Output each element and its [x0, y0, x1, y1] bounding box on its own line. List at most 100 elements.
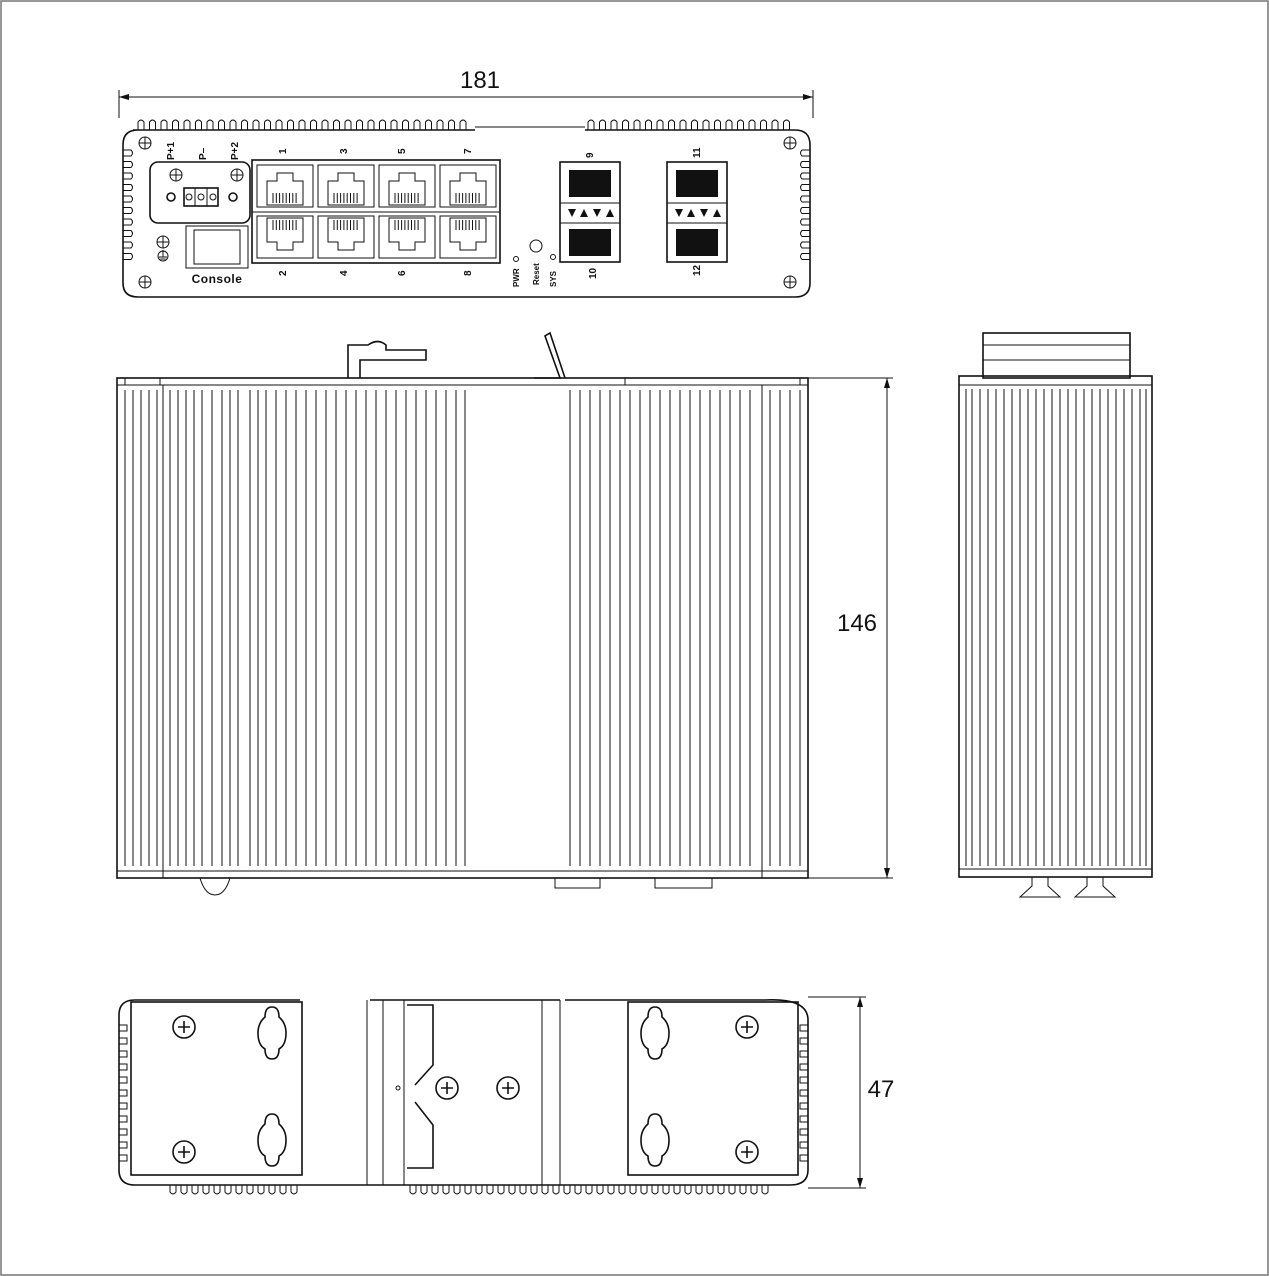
- vent-bump: [123, 195, 133, 203]
- vent-bump: [235, 1185, 243, 1195]
- vent-bump: [123, 184, 133, 191]
- console-port[interactable]: [185, 225, 249, 269]
- vent-bump: [622, 119, 629, 130]
- vent-bump: [800, 253, 810, 260]
- vent-bump: [656, 119, 664, 130]
- vent-bump: [486, 1185, 494, 1195]
- vent-bump: [448, 119, 455, 130]
- keyhole-slot: [257, 1006, 287, 1060]
- vent-bump: [673, 1185, 681, 1195]
- vent-bump: [123, 253, 133, 260]
- screw-icon: [783, 275, 797, 289]
- reset-button[interactable]: [529, 239, 543, 253]
- pwr-led-icon: [513, 256, 519, 262]
- vent-bump: [800, 195, 810, 203]
- vent-bump: [123, 207, 133, 214]
- vent-bump: [799, 1141, 808, 1149]
- height-dimension-line: [808, 996, 866, 1189]
- vent-bump: [290, 1185, 298, 1195]
- sfp-outline: [666, 161, 728, 263]
- vent-bump: [508, 1185, 516, 1195]
- sfp-label-9: 9: [585, 152, 596, 158]
- din-clip-bracket: [407, 1004, 434, 1169]
- console-label: Console: [192, 272, 243, 286]
- vent-bump: [246, 1185, 254, 1195]
- vent-bump: [695, 1185, 703, 1195]
- port-label-4: 4: [339, 270, 350, 276]
- screw-cross: [741, 1146, 753, 1158]
- vent-bump: [413, 119, 421, 130]
- power-terminal-block: [183, 187, 219, 207]
- port-label-3: 3: [339, 148, 350, 154]
- vent-bump: [596, 1185, 604, 1195]
- vent-bumps: [119, 1024, 808, 1195]
- rj45-jack: [327, 217, 365, 251]
- depth-dimension-label: 146: [837, 610, 877, 637]
- vent-bump: [800, 161, 810, 168]
- vent-bump: [119, 1063, 128, 1071]
- vent-bump: [771, 119, 779, 130]
- reset-label: Reset: [532, 263, 541, 285]
- vent-bump: [610, 119, 618, 130]
- front-view: 181 P+1 P– P+2 Console: [118, 67, 814, 298]
- rj45-port: [439, 164, 497, 208]
- vent-bump: [149, 119, 156, 130]
- screw-icon: [156, 235, 170, 249]
- side-view: 146: [116, 331, 893, 896]
- rj45-port: [317, 215, 375, 259]
- screw-cross: [139, 276, 151, 288]
- ground-symbol: [159, 250, 167, 260]
- screw-cross: [784, 276, 796, 288]
- vent-bump: [799, 1076, 808, 1084]
- rj45-jack: [388, 217, 426, 251]
- vent-bump: [321, 119, 329, 130]
- end-body: [958, 375, 1153, 878]
- vent-bump: [574, 1185, 582, 1195]
- rj45-jack: [266, 172, 304, 206]
- vent-bump: [180, 1185, 188, 1195]
- vent-bump: [275, 119, 283, 130]
- vent-bump: [191, 1185, 199, 1195]
- vent-bump: [206, 119, 214, 130]
- screw-icon: [138, 275, 152, 289]
- vent-bump: [119, 1102, 128, 1110]
- vent-bump: [123, 149, 133, 157]
- screw-icon: [169, 168, 183, 182]
- vent-bump: [442, 1185, 450, 1195]
- screw-icon: [783, 136, 797, 150]
- vent-bump: [119, 1089, 128, 1097]
- vent-bump: [119, 1154, 128, 1162]
- height-dimension-label: 47: [868, 1076, 895, 1103]
- sfp-ports: [559, 161, 728, 263]
- vent-bump: [629, 1185, 637, 1195]
- vent-bump: [761, 1185, 769, 1195]
- vent-bump: [800, 184, 810, 191]
- vent-bump: [800, 172, 810, 180]
- rj45-jack: [327, 172, 365, 206]
- vent-bump: [123, 218, 133, 226]
- screw-cross: [502, 1082, 514, 1094]
- rj45-port: [378, 164, 436, 208]
- vent-bump: [379, 119, 386, 130]
- vent-bump: [800, 207, 810, 214]
- screws: [172, 1006, 759, 1167]
- rj45-port: [378, 215, 436, 259]
- vent-bump: [717, 1185, 725, 1195]
- rail-lip: [624, 377, 801, 386]
- vent-bump: [224, 1185, 232, 1195]
- vent-bump: [119, 1141, 128, 1149]
- keyhole-slot: [257, 1113, 287, 1167]
- vent-bump: [651, 1185, 659, 1195]
- vent-bump: [298, 119, 306, 130]
- vent-bump: [409, 1185, 417, 1195]
- sfp-label-10: 10: [588, 267, 599, 279]
- vent-bump: [799, 1128, 808, 1136]
- vent-bump: [252, 119, 260, 130]
- mounting-plate-left: [130, 1001, 303, 1176]
- sfp-slot: [676, 229, 718, 256]
- sfp-outline: [559, 161, 621, 263]
- rj45-outline: [439, 215, 497, 259]
- sfp-slot: [569, 170, 611, 197]
- port-label-2: 2: [278, 270, 289, 276]
